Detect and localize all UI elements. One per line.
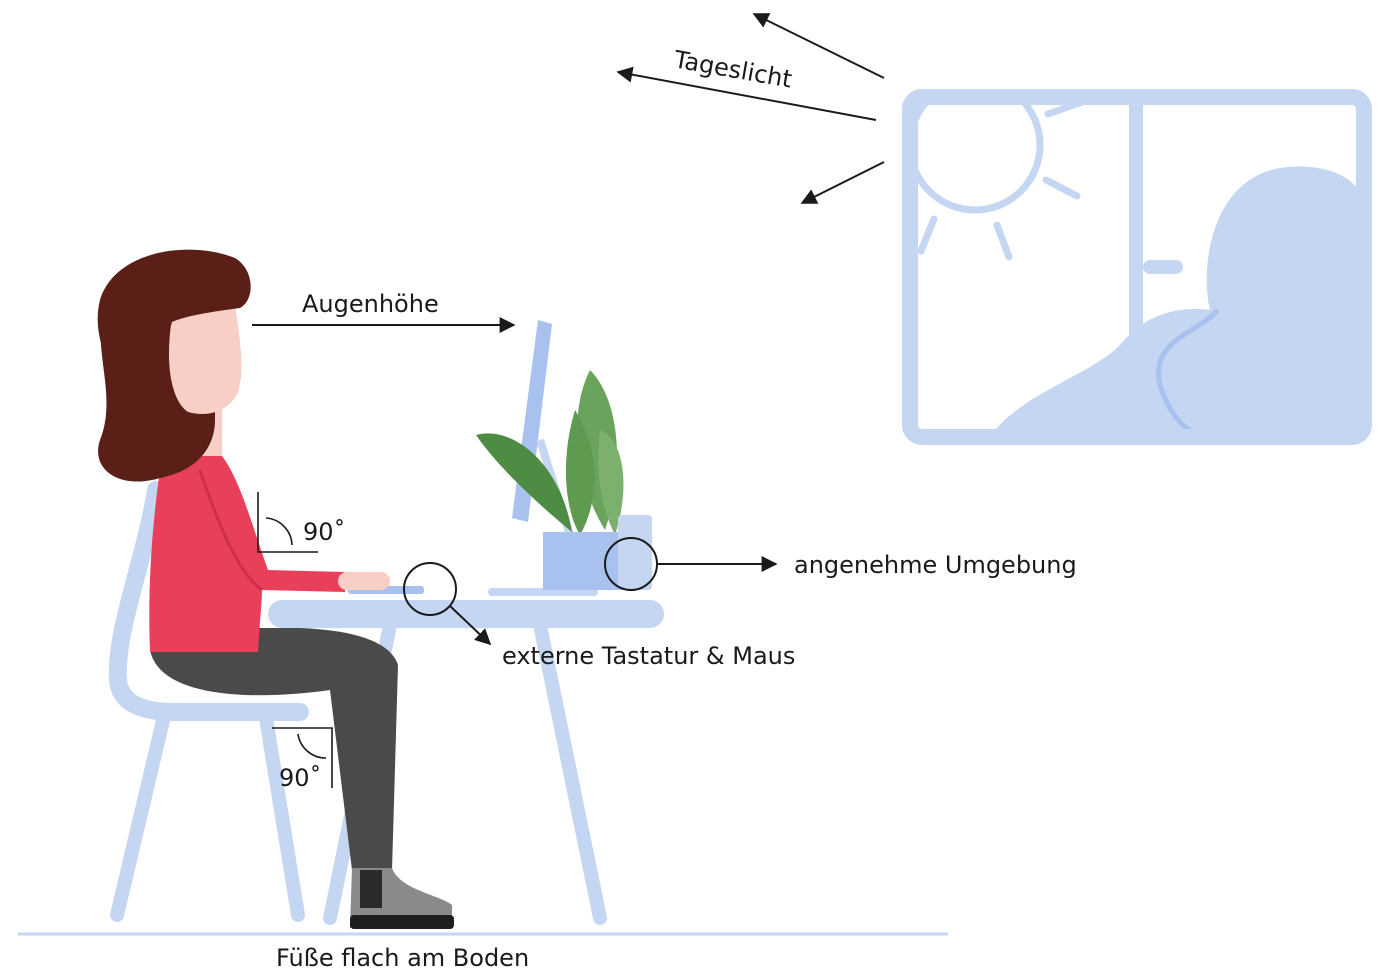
- keyboard-mouse-label: externe Tastatur & Maus: [502, 642, 795, 670]
- eye-level-label: Augenhöhe: [302, 290, 439, 318]
- plant: [476, 370, 652, 590]
- elbow-angle-label: 90˚: [303, 518, 346, 546]
- feet-flat-label: Füße flach am Boden: [276, 944, 529, 972]
- daylight-arrows: [618, 14, 884, 203]
- sun-icon: [910, 80, 1082, 257]
- pleasant-environment-label: angenehme Umgebung: [794, 551, 1077, 579]
- window: [910, 80, 1364, 437]
- cloud-shape: [995, 167, 1358, 430]
- knee-angle-label: 90˚: [279, 764, 322, 792]
- daylight-label: Tageslicht: [671, 45, 794, 93]
